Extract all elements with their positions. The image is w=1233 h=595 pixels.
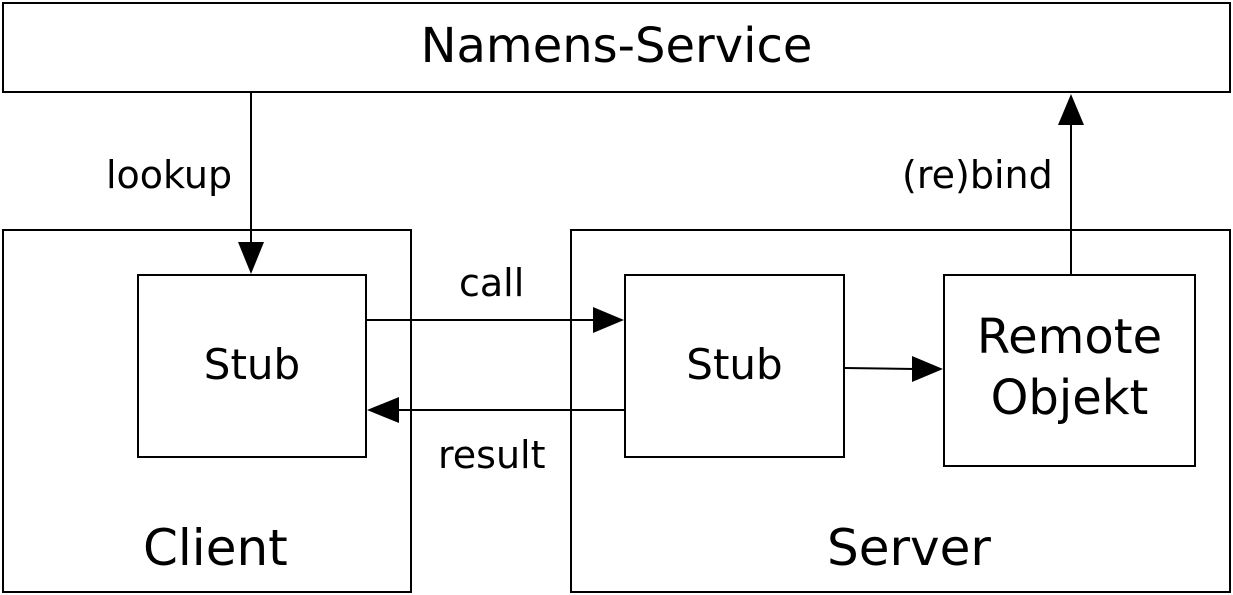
rebind-arrowhead [1058,94,1084,125]
lookup-label: lookup [106,153,233,197]
remote-object-box [943,274,1196,467]
name-service-box [2,2,1231,93]
client-stub-box [137,274,367,458]
result-label: result [438,433,546,477]
client-stub-label: Stub [203,340,301,389]
server-stub-label: Stub [686,340,783,389]
server-stub-box [624,274,845,458]
name-service-label: Namens-Service [420,18,813,74]
client-label: Client [143,519,288,577]
rebind-label: (re)bind [902,153,1053,197]
server-label: Server [827,519,991,577]
remote-object-label-line1: Remote [976,309,1163,365]
remote-object-label-line2: Objekt [990,370,1149,426]
call-label: call [459,261,525,305]
